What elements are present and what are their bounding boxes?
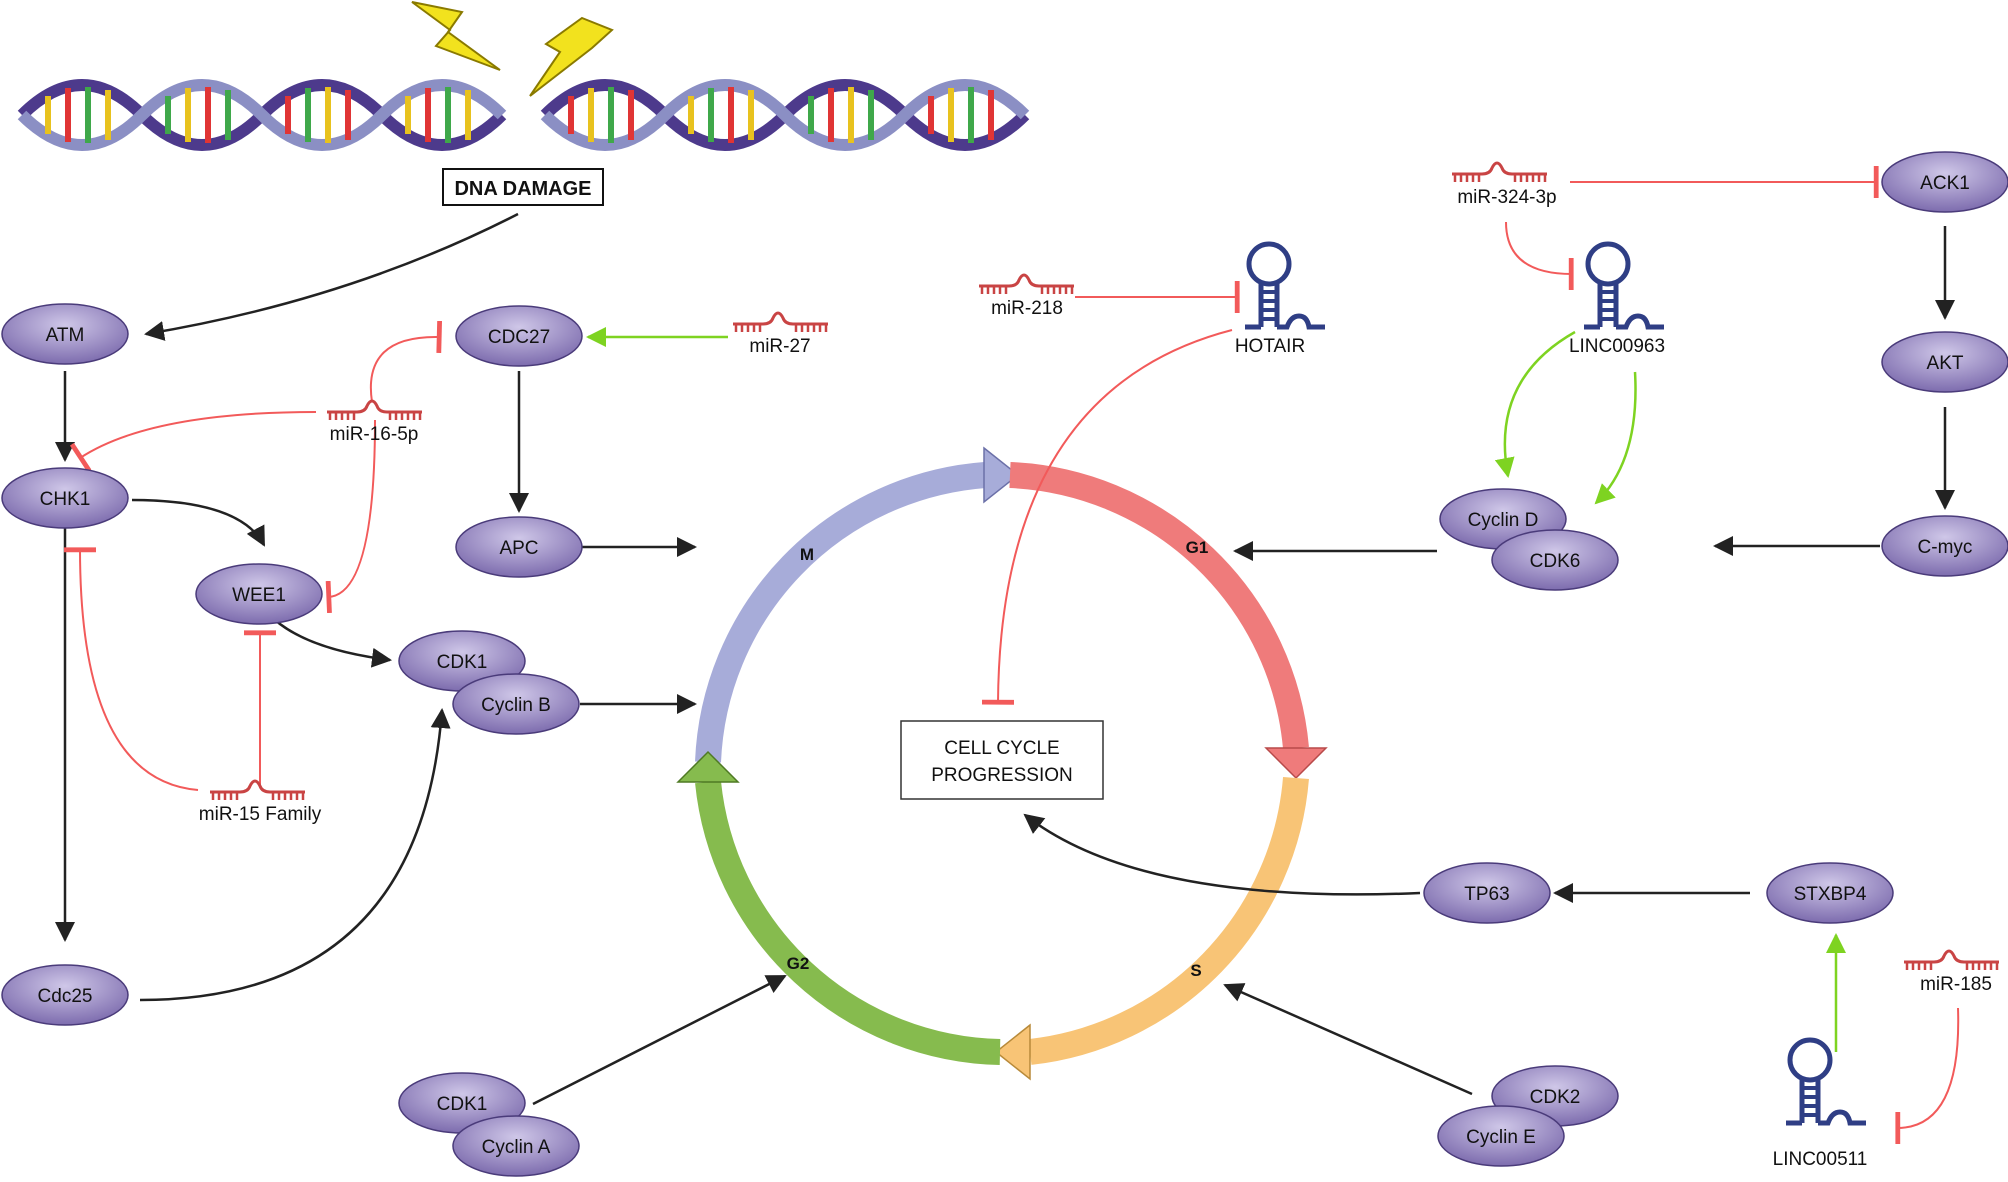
phase-m-label: M — [800, 545, 814, 564]
mirna-mir16-5p: miR-16-5p — [325, 399, 424, 445]
svg-text:LINC00511: LINC00511 — [1773, 1149, 1868, 1170]
mirna-mir218: miR-218 — [977, 273, 1076, 319]
svg-text:ACK1: ACK1 — [1920, 173, 1970, 194]
node-stxbp4: STXBP4 — [1766, 862, 1894, 924]
node-cdc27: CDC27 — [455, 305, 583, 367]
node-ack1: ACK1 — [1881, 151, 2008, 213]
svg-text:CDK1: CDK1 — [437, 652, 488, 673]
phase-g2-label: G2 — [787, 954, 810, 973]
phase-g2-arrowhead — [676, 750, 740, 783]
phase-s-arrowhead — [994, 1023, 1031, 1081]
svg-text:AKT: AKT — [1927, 353, 1964, 374]
svg-text:Cyclin D: Cyclin D — [1468, 510, 1539, 531]
node-cdk1-cyclin-b: CDK1 Cyclin B — [398, 630, 580, 735]
phase-g2-arc — [695, 780, 1001, 1065]
node-chk1: CHK1 — [1, 467, 129, 529]
lncrna-hotair: HOTAIR — [1235, 244, 1325, 357]
mirna-mir185: miR-185 — [1902, 949, 2001, 995]
dna-helix-right — [540, 79, 1030, 151]
node-apc: APC — [455, 516, 583, 578]
phase-m-arc — [695, 462, 986, 763]
node-cyclin-d-cdk6: Cyclin D CDK6 — [1439, 488, 1619, 591]
svg-text:Cyclin B: Cyclin B — [481, 695, 551, 716]
svg-text:miR-185: miR-185 — [1920, 974, 1992, 995]
phase-s-label: S — [1190, 961, 1201, 980]
svg-text:Cdc25: Cdc25 — [38, 986, 93, 1007]
node-atm: ATM — [1, 303, 129, 365]
svg-text:LINC00963: LINC00963 — [1569, 336, 1665, 357]
activation-arrows — [55, 212, 1955, 1106]
lightning-bolt-icon — [411, 1, 501, 71]
node-cmyc: C-myc — [1881, 515, 2008, 577]
svg-text:STXBP4: STXBP4 — [1794, 884, 1867, 905]
svg-text:miR-324-3p: miR-324-3p — [1457, 187, 1556, 208]
svg-text:C-myc: C-myc — [1918, 537, 1973, 558]
svg-text:CHK1: CHK1 — [40, 489, 91, 510]
cell-cycle-progression-box — [900, 720, 1104, 800]
svg-text:CDK1: CDK1 — [437, 1094, 488, 1115]
dna-helix-left — [17, 79, 507, 151]
node-wee1: WEE1 — [195, 563, 323, 625]
svg-text:HOTAIR: HOTAIR — [1235, 336, 1305, 357]
node-akt: AKT — [1881, 331, 2008, 393]
phase-m-arrowhead — [983, 446, 1020, 504]
phase-g1-arc — [1009, 462, 1309, 750]
phase-g1-label: G1 — [1186, 538, 1209, 557]
mirna-mir15-family: miR-15 Family — [199, 779, 322, 825]
dna-damage-box — [442, 168, 604, 206]
lncrna-linc00511: LINC00511 — [1773, 1040, 1868, 1170]
phase-g1-arrowhead — [1264, 747, 1328, 780]
svg-text:ATM: ATM — [46, 325, 85, 346]
dna-damage-label: DNA DAMAGE — [454, 178, 591, 200]
node-cdc25: Cdc25 — [1, 964, 129, 1026]
svg-text:miR-27: miR-27 — [749, 336, 810, 357]
svg-text:TP63: TP63 — [1464, 884, 1509, 905]
svg-text:CDK6: CDK6 — [1530, 551, 1581, 572]
svg-text:WEE1: WEE1 — [232, 585, 286, 606]
cell-cycle-ring — [676, 446, 1328, 1081]
lncrna-activation-arrows — [586, 327, 1846, 1052]
mirna-mir27: miR-27 — [731, 311, 830, 357]
svg-text:miR-218: miR-218 — [991, 298, 1063, 319]
progression-line2: PROGRESSION — [931, 765, 1072, 786]
svg-text:Cyclin E: Cyclin E — [1466, 1127, 1536, 1148]
svg-text:CDC27: CDC27 — [488, 327, 550, 348]
node-cdk2-cyclin-e: CDK2 Cyclin E — [1437, 1065, 1619, 1167]
progression-line1: CELL CYCLE — [944, 738, 1059, 759]
lncrna-linc00963: LINC00963 — [1569, 244, 1665, 357]
svg-text:miR-16-5p: miR-16-5p — [330, 424, 419, 445]
node-cdk1-cyclin-a: CDK1 Cyclin A — [398, 1072, 580, 1177]
lightning-bolt-icon — [529, 16, 614, 97]
inhibition-edges — [63, 166, 1960, 1145]
svg-text:miR-15 Family: miR-15 Family — [199, 804, 322, 825]
svg-text:APC: APC — [499, 538, 538, 559]
node-tp63: TP63 — [1423, 862, 1551, 924]
mirna-mir324-3p: miR-324-3p — [1450, 161, 1557, 208]
svg-text:CDK2: CDK2 — [1530, 1087, 1581, 1108]
phase-s-arc — [1028, 776, 1309, 1065]
svg-text:Cyclin A: Cyclin A — [482, 1137, 551, 1158]
